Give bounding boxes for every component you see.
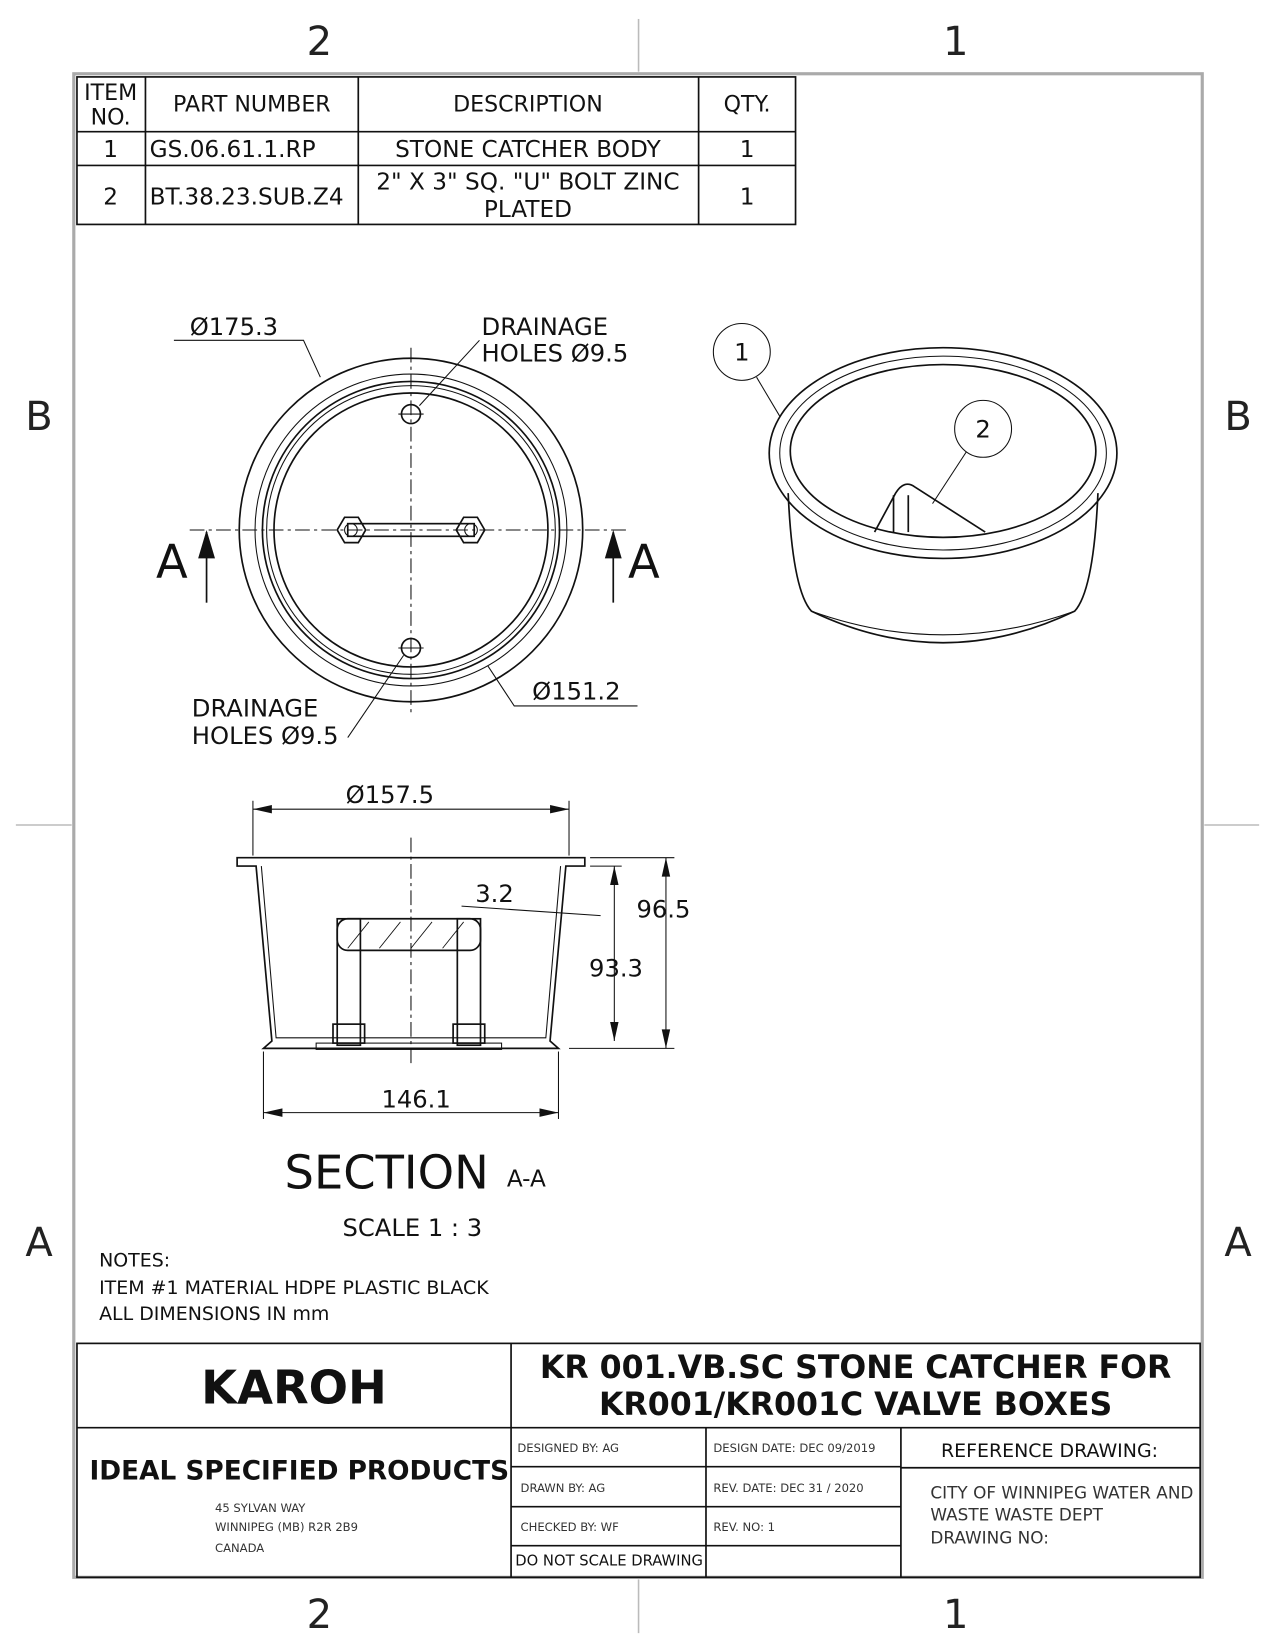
division-name: IDEAL SPECIFIED PRODUCTS bbox=[90, 1456, 510, 1486]
zone-label: A bbox=[1224, 1220, 1252, 1266]
svg-text:DO NOT SCALE DRAWING: DO NOT SCALE DRAWING bbox=[515, 1553, 703, 1570]
balloon-1 bbox=[712, 322, 771, 381]
table-row: 1 GS.06.61.1.RP STONE CATCHER BODY 1 bbox=[103, 136, 754, 163]
drainage-label-top: DRAINAGE bbox=[482, 313, 609, 341]
svg-text:GS.06.61.1.RP: GS.06.61.1.RP bbox=[150, 136, 316, 163]
table-row: 2 BT.38.23.SUB.Z4 2" X 3" SQ. "U" BOLT Z… bbox=[103, 169, 754, 223]
drawing-title: KR001/KR001C VALVE BOXES bbox=[599, 1387, 1112, 1423]
svg-text:REV. NO: 1: REV. NO: 1 bbox=[713, 1520, 775, 1534]
u-bolt-top bbox=[336, 516, 486, 544]
bom-header-item: ITEM bbox=[84, 80, 137, 106]
zone-label: 1 bbox=[943, 19, 968, 65]
svg-text:DRAWN BY: AG: DRAWN BY: AG bbox=[521, 1481, 606, 1495]
svg-text:DRAWING NO:: DRAWING NO: bbox=[930, 1528, 1048, 1548]
zone-label: A bbox=[25, 1220, 53, 1266]
section-view: Ø157.5 3.2 96.5 93.3 146.1 SECTION A-A S… bbox=[236, 781, 690, 1242]
svg-text:STONE CATCHER BODY: STONE CATCHER BODY bbox=[395, 136, 661, 163]
top-view: A A Ø175.3 DRAINAGE HOLES Ø9.5 DRAINAGE … bbox=[156, 313, 660, 750]
svg-text:DESIGN DATE: DEC 09/2019: DESIGN DATE: DEC 09/2019 bbox=[713, 1441, 875, 1455]
dim-inner-diameter: Ø151.2 bbox=[532, 678, 620, 706]
svg-text:WINNIPEG (MB) R2R 2B9: WINNIPEG (MB) R2R 2B9 bbox=[215, 1520, 358, 1534]
dim-outer-diameter: Ø175.3 bbox=[190, 313, 278, 341]
svg-text:45 SYLVAN WAY: 45 SYLVAN WAY bbox=[215, 1501, 306, 1515]
svg-text:REV. DATE: DEC 31 / 2020: REV. DATE: DEC 31 / 2020 bbox=[713, 1481, 863, 1495]
svg-text:CHECKED BY: WF: CHECKED BY: WF bbox=[521, 1520, 619, 1534]
section-label-left: A bbox=[156, 534, 188, 588]
svg-text:1: 1 bbox=[103, 136, 118, 163]
dim-inner-height: 93.3 bbox=[589, 955, 643, 983]
title-block: KAROH IDEAL SPECIFIED PRODUCTS 45 SYLVAN… bbox=[76, 1342, 1201, 1579]
zone-label: 2 bbox=[307, 19, 332, 65]
svg-text:BT.38.23.SUB.Z4: BT.38.23.SUB.Z4 bbox=[150, 183, 344, 210]
svg-text:ALL DIMENSIONS IN mm: ALL DIMENSIONS IN mm bbox=[99, 1303, 329, 1325]
section-title-suffix: A-A bbox=[507, 1165, 546, 1192]
dim-outer-height: 96.5 bbox=[636, 896, 690, 924]
drainage-hole bbox=[398, 637, 424, 659]
svg-text:ITEM #1 MATERIAL HDPE PLASTIC: ITEM #1 MATERIAL HDPE PLASTIC BLACK bbox=[99, 1277, 489, 1299]
zone-label: 2 bbox=[307, 1592, 332, 1638]
drainage-label-top: HOLES Ø9.5 bbox=[482, 339, 629, 367]
svg-text:WASTE WASTE DEPT: WASTE WASTE DEPT bbox=[930, 1504, 1103, 1524]
section-scale: SCALE 1 : 3 bbox=[342, 1214, 482, 1242]
drainage-hole bbox=[398, 403, 424, 425]
svg-text:1: 1 bbox=[740, 136, 755, 163]
svg-text:PLATED: PLATED bbox=[484, 196, 572, 223]
isometric-view: 1 2 bbox=[712, 322, 1118, 644]
balloon-2-label: 2 bbox=[975, 415, 990, 443]
balloon-1-label: 1 bbox=[734, 338, 749, 366]
section-label-right: A bbox=[628, 534, 660, 588]
svg-text:2: 2 bbox=[103, 183, 118, 210]
dim-top-diameter: Ø157.5 bbox=[346, 781, 434, 809]
svg-text:DESIGNED BY: AG: DESIGNED BY: AG bbox=[517, 1441, 619, 1455]
company-logo-text: KAROH bbox=[201, 1360, 387, 1414]
bom-header-item: NO. bbox=[91, 104, 131, 130]
svg-text:1: 1 bbox=[740, 183, 755, 210]
drainage-label-bottom: HOLES Ø9.5 bbox=[192, 722, 339, 750]
zone-label: B bbox=[25, 394, 52, 440]
zone-ticks bbox=[15, 18, 1260, 1634]
zone-label: B bbox=[1224, 394, 1251, 440]
section-title: SECTION bbox=[285, 1146, 489, 1200]
svg-text:REFERENCE DRAWING:: REFERENCE DRAWING: bbox=[941, 1440, 1158, 1462]
svg-text:NOTES:: NOTES: bbox=[99, 1249, 170, 1271]
drainage-label-bottom: DRAINAGE bbox=[192, 694, 319, 722]
bom-header-qty: QTY. bbox=[724, 92, 771, 118]
dim-wall-thickness: 3.2 bbox=[475, 880, 514, 908]
svg-text:2" X 3" SQ. "U" BOLT ZINC: 2" X 3" SQ. "U" BOLT ZINC bbox=[376, 169, 679, 196]
drawing-title: KR 001.VB.SC STONE CATCHER FOR bbox=[540, 1350, 1171, 1386]
svg-text:CANADA: CANADA bbox=[215, 1541, 264, 1555]
zone-label: 1 bbox=[943, 1592, 968, 1638]
dim-bottom-width: 146.1 bbox=[381, 1085, 450, 1113]
u-bolt-section bbox=[315, 917, 503, 1050]
bom-header-part: PART NUMBER bbox=[173, 92, 331, 118]
balloon-2 bbox=[954, 399, 1013, 458]
bom-table: ITEM NO. PART NUMBER DESCRIPTION QTY. 1 … bbox=[76, 76, 797, 226]
svg-text:CITY OF WINNIPEG WATER AND: CITY OF WINNIPEG WATER AND bbox=[930, 1482, 1193, 1502]
bom-header-desc: DESCRIPTION bbox=[453, 92, 603, 118]
notes: NOTES: ITEM #1 MATERIAL HDPE PLASTIC BLA… bbox=[99, 1249, 489, 1325]
